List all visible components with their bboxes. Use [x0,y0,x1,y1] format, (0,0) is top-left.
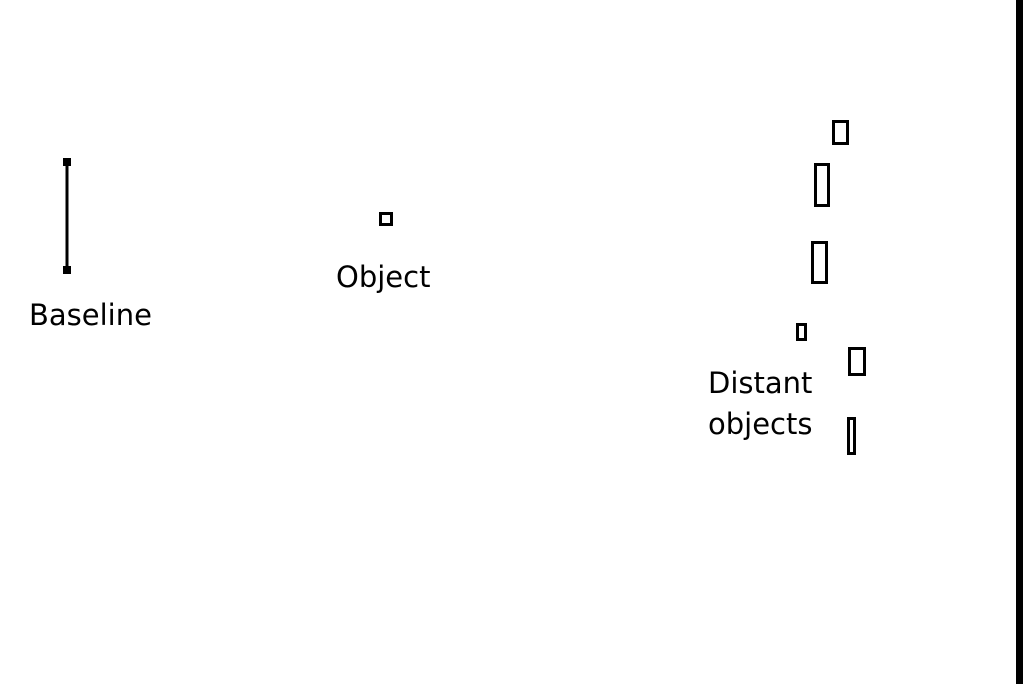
distant-objects-group [796,120,866,455]
distant-object-4 [796,323,807,341]
baseline-endpoint-top [63,158,71,166]
distant-object-5 [848,347,866,376]
baseline-marker [63,158,71,274]
distant-object-3 [811,241,828,284]
distant-object-6 [847,417,856,455]
distant-objects-label: Distant objects [708,363,838,445]
object-square [379,212,393,226]
distant-objects-label-line2: objects [708,407,813,441]
distant-object-1 [832,120,849,145]
distant-objects-label-line1: Distant [708,366,813,400]
right-edge-border [1016,0,1023,684]
object-label: Object [336,260,431,294]
distant-object-2 [814,163,830,207]
baseline-endpoint-bottom [63,266,71,274]
baseline-label: Baseline [29,298,152,332]
